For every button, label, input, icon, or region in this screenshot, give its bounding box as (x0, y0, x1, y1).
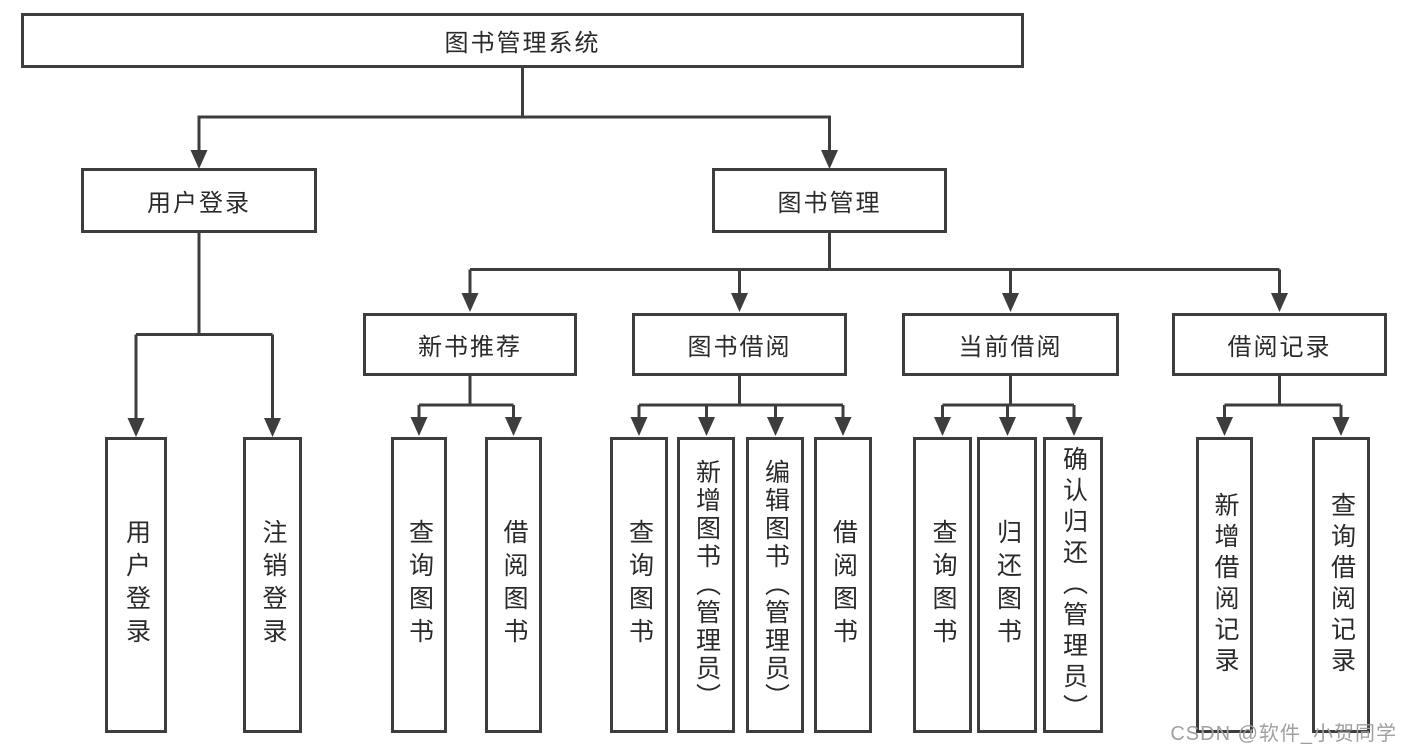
arrow-down-icon (821, 150, 838, 169)
arrow-down-icon (731, 293, 748, 312)
connector-user-login-branch (134, 233, 274, 420)
leaf-node-edit-book-admin: 编辑图书（管理员） (746, 437, 804, 733)
arrow-down-icon (999, 417, 1016, 436)
connector-new-book-branch (417, 376, 515, 420)
leaf-node-logout: 注销登录 (243, 437, 302, 733)
branch-node-label: 图书管理 (777, 190, 882, 217)
arrow-down-icon (834, 417, 852, 436)
arrow-down-icon (934, 417, 951, 436)
leaf-node-label: 借阅图书 (500, 519, 528, 651)
arrow-down-icon (190, 150, 208, 169)
leaf-node-label: 新增图书（管理员） (692, 459, 721, 711)
arrow-down-icon (264, 418, 281, 437)
arrow-down-icon (505, 417, 522, 436)
arrow-down-icon (1065, 417, 1083, 436)
branch-node-book-management: 图书管理 (712, 168, 947, 233)
leaf-node-return-book: 归还图书 (977, 437, 1037, 733)
connector-book-borrow-branch (637, 376, 845, 420)
leaf-node-label: 确认归还（管理员） (1059, 445, 1088, 725)
leaf-node-label: 新增借阅记录 (1211, 492, 1239, 678)
leaf-node-label: 借阅图书 (829, 519, 858, 651)
leaf-node-label: 用户登录 (122, 519, 151, 651)
arrow-down-icon (410, 417, 428, 436)
leaf-node-label: 查询图书 (929, 519, 957, 651)
leaf-node-confirm-return-admin: 确认归还（管理员） (1043, 437, 1103, 733)
module-node-new-book-recommend: 新书推荐 (363, 313, 577, 376)
leaf-node-query-books-borrowing: 查询图书 (610, 437, 668, 733)
module-node-label: 当前借阅 (958, 334, 1063, 361)
leaf-node-add-book-admin: 新增图书（管理员） (677, 437, 735, 733)
leaf-node-label: 归还图书 (993, 519, 1022, 651)
module-node-book-borrowing: 图书借阅 (632, 313, 847, 376)
module-node-label: 借阅记录 (1227, 334, 1332, 361)
arrow-down-icon (630, 417, 648, 436)
leaf-node-add-borrow-record: 新增借阅记录 (1196, 437, 1253, 733)
connector-current-borrow-branch (941, 376, 1076, 420)
module-node-current-borrowing: 当前借阅 (902, 313, 1119, 376)
watermark: CSDN @软件_小贺同学 (1170, 723, 1397, 745)
arrow-down-icon (461, 293, 479, 312)
leaf-node-query-books-current: 查询图书 (913, 437, 972, 733)
connector-root (197, 68, 831, 152)
branch-node-label: 用户登录 (147, 190, 251, 217)
root-node-label: 图书管理系统 (444, 30, 601, 57)
connector-borrow-record-branch (1223, 376, 1343, 420)
arrow-down-icon (698, 417, 715, 436)
leaf-node-label: 注销登录 (259, 519, 287, 651)
arrow-down-icon (1216, 417, 1233, 436)
leaf-node-label: 查询图书 (625, 519, 654, 651)
arrow-down-icon (127, 418, 145, 437)
module-node-borrow-records: 借阅记录 (1172, 313, 1387, 376)
leaf-node-label: 查询图书 (405, 519, 434, 651)
leaf-node-borrow-books-borrowing: 借阅图书 (814, 437, 872, 733)
module-node-label: 图书借阅 (687, 334, 792, 361)
branch-node-user-login: 用户登录 (81, 168, 317, 233)
arrow-down-icon (1271, 293, 1288, 312)
root-node-library-system: 图书管理系统 (21, 13, 1024, 68)
leaf-node-user-login: 用户登录 (105, 437, 167, 733)
leaf-node-query-borrow-record: 查询借阅记录 (1312, 437, 1370, 733)
arrow-down-icon (767, 417, 784, 436)
arrow-down-icon (1332, 417, 1350, 436)
arrow-down-icon (1002, 293, 1019, 312)
connector-book-management-branch (468, 233, 1281, 295)
leaf-node-query-books-recommend: 查询图书 (391, 437, 447, 733)
leaf-node-borrow-books-recommend: 借阅图书 (485, 437, 542, 733)
module-node-label: 新书推荐 (418, 334, 522, 361)
leaf-node-label: 编辑图书（管理员） (761, 459, 790, 711)
leaf-node-label: 查询借阅记录 (1327, 492, 1356, 678)
